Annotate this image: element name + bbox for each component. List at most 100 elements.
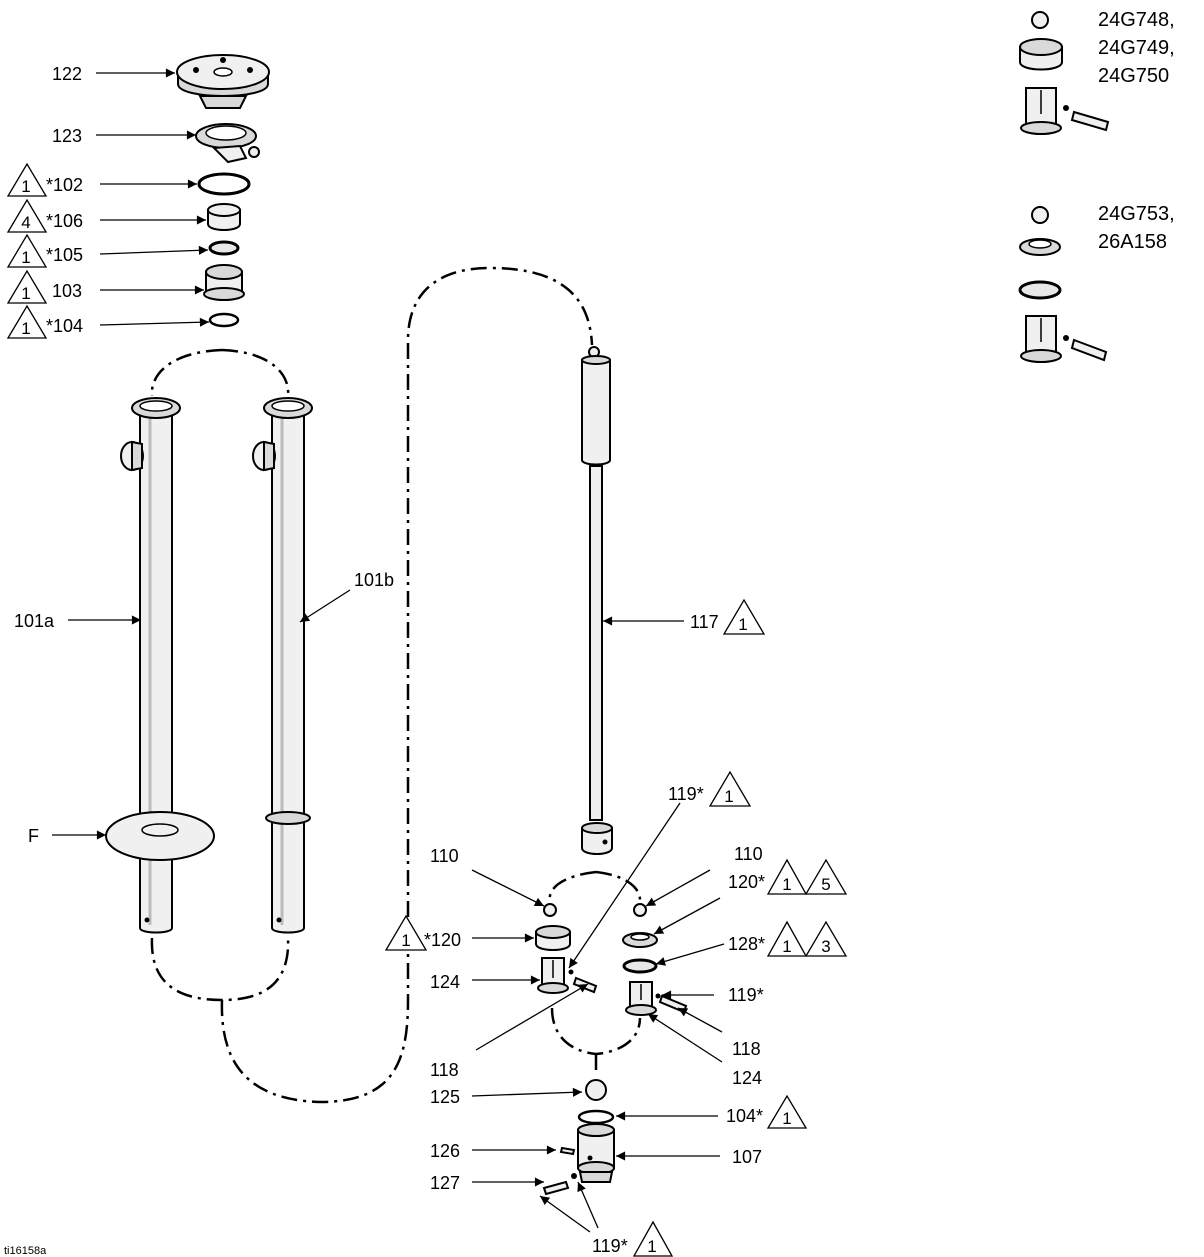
svg-text:*106: *106 (46, 211, 83, 231)
svg-text:119*: 119* (592, 1236, 628, 1256)
svg-text:1: 1 (738, 615, 747, 634)
callout-120-left: 1 *120 (384, 914, 461, 951)
callout-123: 123 (52, 126, 82, 146)
bearing-106 (207, 203, 241, 231)
callout-124-right: 124 (732, 1068, 762, 1088)
svg-text:124: 124 (732, 1068, 762, 1088)
packing-128 (622, 958, 658, 974)
svg-text:126: 126 (430, 1141, 460, 1161)
ball-110-left (543, 903, 557, 917)
svg-text:119*: 119* (728, 985, 764, 1005)
svg-text:119*: 119* (668, 784, 704, 804)
cylinder-101a (105, 397, 215, 934)
callout-110-left: 110 (430, 846, 459, 866)
kit-a-line-3: 24G750 (1098, 65, 1169, 87)
o-ring-104-top (208, 312, 240, 328)
packing-120-right (622, 932, 658, 948)
svg-text:F: F (28, 826, 39, 846)
svg-text:1: 1 (21, 248, 30, 267)
svg-text:1: 1 (401, 931, 410, 950)
kit-a-line-1: 24G748, (1098, 9, 1175, 31)
svg-text:1: 1 (21, 177, 30, 196)
svg-text:1: 1 (782, 1109, 791, 1128)
svg-text:1: 1 (21, 284, 30, 303)
svg-text:118: 118 (430, 1060, 459, 1080)
kit-b-line-2: 26A158 (1098, 231, 1167, 253)
leader-lines (52, 68, 725, 1233)
svg-text:4: 4 (21, 213, 30, 232)
kit-b-line-1: 24G753, (1098, 203, 1175, 225)
callout-110-right: 110 (734, 844, 763, 864)
ball-125 (585, 1079, 607, 1101)
svg-text:120*: 120* (728, 872, 765, 892)
piston-124-left (537, 957, 574, 994)
svg-text:123: 123 (52, 126, 82, 146)
svg-text:110: 110 (430, 846, 459, 866)
gland-103 (203, 264, 245, 301)
washer-119-bottom (571, 1173, 577, 1179)
callout-101b: 101b (354, 570, 394, 590)
cylinder-101b (252, 397, 313, 934)
figure-id: ti16158a (4, 1245, 47, 1257)
callout-101a: 101a (14, 611, 55, 631)
svg-text:104*: 104* (726, 1106, 763, 1126)
displacement-rod-117 (581, 346, 613, 855)
kit-a-line-2: 24G749, (1098, 37, 1175, 59)
callout-119-top: 119* 1 (668, 770, 752, 807)
svg-text:*102: *102 (46, 175, 83, 195)
pin-127 (542, 1180, 570, 1196)
callout-104-top: 1 *104 (6, 304, 83, 339)
callout-106: 4 *106 (6, 198, 83, 233)
svg-text:5: 5 (821, 875, 830, 894)
seal-105 (208, 240, 240, 256)
svg-text:1: 1 (782, 937, 791, 956)
svg-text:125: 125 (430, 1087, 460, 1107)
callout-120-right: 120* 1 5 (728, 858, 848, 895)
callout-118-left: 118 (430, 1060, 459, 1080)
callout-102: 1 *102 (6, 162, 83, 197)
svg-text:1: 1 (647, 1237, 656, 1256)
o-ring-102 (197, 172, 251, 196)
kit-illustration-b (1018, 206, 1108, 363)
svg-text:1: 1 (782, 875, 791, 894)
assembly-paths (150, 266, 642, 1104)
callout-119-bottom: 119* 1 (592, 1220, 674, 1257)
ball-110-right (633, 903, 647, 917)
packing-120-left (535, 925, 571, 951)
callout-124-left: 124 (430, 972, 460, 992)
svg-text:*104: *104 (46, 316, 83, 336)
kit-illustration-a (1019, 11, 1110, 135)
svg-text:128*: 128* (728, 934, 765, 954)
svg-text:103: 103 (52, 281, 82, 301)
svg-text:1: 1 (724, 787, 733, 806)
svg-text:*120: *120 (424, 930, 461, 950)
foot-valve-107 (577, 1123, 615, 1183)
svg-text:3: 3 (821, 937, 830, 956)
callout-103: 1 103 (6, 269, 82, 304)
callout-107: 107 (732, 1147, 762, 1167)
svg-text:122: 122 (52, 64, 82, 84)
callout-119-right: 119* (728, 985, 764, 1005)
callout-F: F (28, 826, 39, 846)
callout-105: 1 *105 (6, 233, 83, 268)
callout-127: 127 (430, 1173, 460, 1193)
pin-126 (559, 1146, 576, 1156)
svg-text:101b: 101b (354, 570, 394, 590)
svg-text:101a: 101a (14, 611, 55, 631)
callout-118-right: 118 (732, 1039, 761, 1059)
svg-text:110: 110 (734, 844, 763, 864)
callout-128: 128* 1 3 (728, 920, 848, 957)
svg-text:*105: *105 (46, 245, 83, 265)
callout-104-bottom: 104* 1 (726, 1094, 808, 1129)
svg-text:118: 118 (732, 1039, 761, 1059)
callout-122: 122 (52, 64, 82, 84)
svg-text:117: 117 (690, 612, 719, 632)
callout-117: 117 1 (690, 598, 766, 635)
svg-text:124: 124 (430, 972, 460, 992)
piston-124-right (625, 981, 661, 1016)
rocker-plate-122 (176, 54, 270, 109)
svg-text:127: 127 (430, 1173, 460, 1193)
svg-text:107: 107 (732, 1147, 762, 1167)
svg-text:1: 1 (21, 319, 30, 338)
